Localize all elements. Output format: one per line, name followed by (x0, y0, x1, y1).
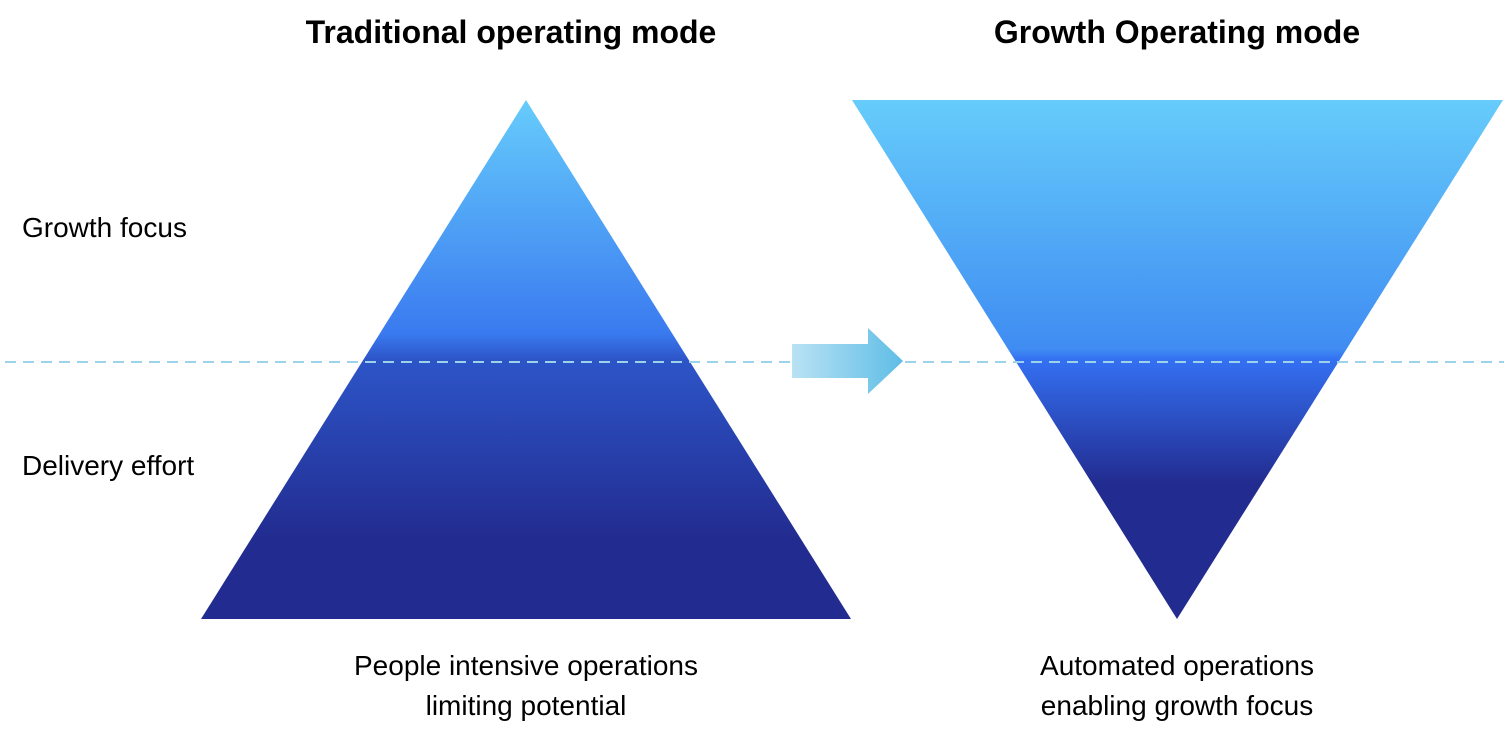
growth-caption-line2: enabling growth focus (1040, 690, 1314, 721)
growth-mode-title: Growth Operating mode (993, 14, 1361, 50)
right-arrow-icon (792, 328, 903, 394)
traditional-caption-line1: People intensive operations (353, 650, 699, 681)
traditional-mode-caption: People intensive operations limiting pot… (354, 646, 698, 726)
traditional-pyramid (201, 100, 851, 619)
traditional-mode-title: Traditional operating mode (305, 14, 717, 50)
traditional-caption-line2: limiting potential (425, 690, 627, 721)
growth-focus-label: Growth focus (22, 212, 187, 243)
delivery-effort-label: Delivery effort (22, 450, 195, 481)
growth-mode-caption: Automated operations enabling growth foc… (1040, 646, 1314, 726)
growth-inverted-pyramid (852, 100, 1503, 619)
growth-caption-line1: Automated operations (1040, 650, 1314, 681)
